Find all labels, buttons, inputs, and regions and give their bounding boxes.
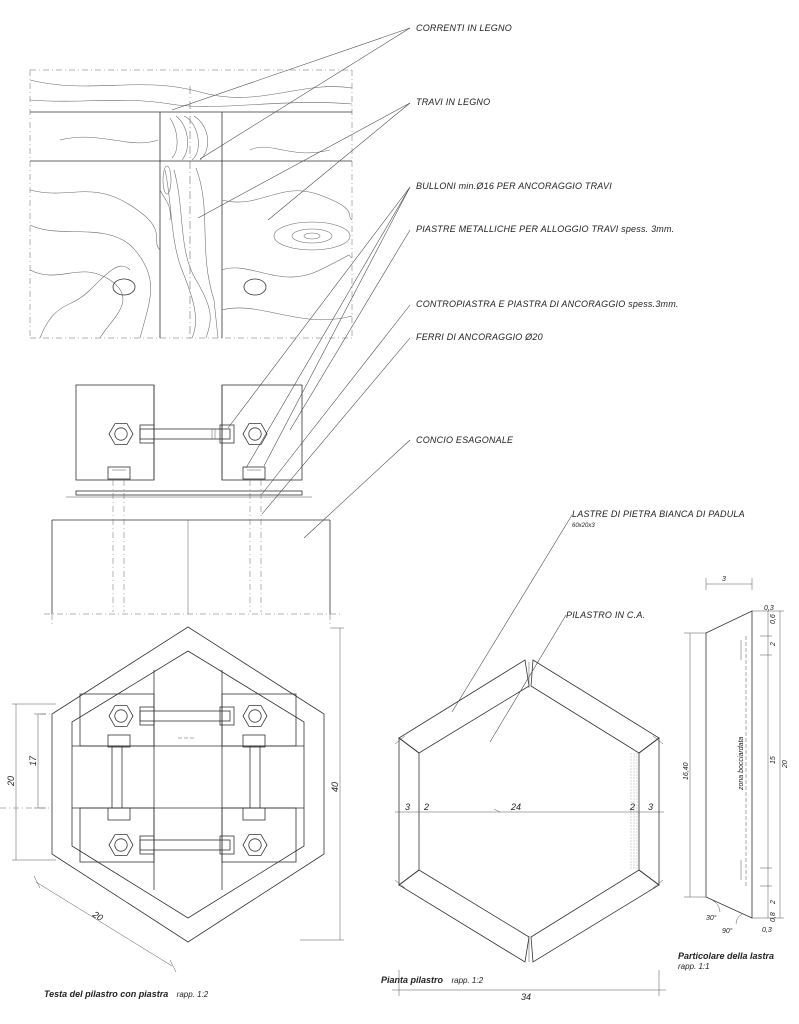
- angle-90: 90°: [722, 927, 733, 935]
- dim-40: 40: [330, 782, 340, 792]
- dim-detail-03-top: 0,3: [764, 605, 774, 612]
- label-lastre-size: 60x20x3: [572, 523, 595, 529]
- label-lastre: LASTRE DI PIETRA BIANCA DI PADULA: [572, 509, 745, 519]
- dim-detail-08: 0,8: [770, 912, 777, 922]
- dim-detail-1640: 16,40: [683, 762, 690, 780]
- wood-elevation: [29, 69, 353, 339]
- label-zona-bocciardata: zona bocciardata: [738, 737, 745, 791]
- caption-particolare-scale: rapp. 1:1: [678, 962, 710, 971]
- caption-pianta-scale: rapp. 1:2: [451, 976, 483, 985]
- dim-detail-03-bottom: 0,3: [762, 927, 772, 934]
- dim-detail-2-top: 2: [770, 642, 777, 647]
- dim-detail-15: 15: [770, 756, 777, 764]
- column-plan: [392, 659, 666, 996]
- dim-20-diagonal: 20: [90, 909, 105, 923]
- dim-detail-20: 20: [782, 760, 789, 769]
- caption-testa-scale: rapp. 1:2: [177, 990, 209, 999]
- dim-plan-3-right: 3: [648, 802, 653, 812]
- dim-detail-3: 3: [722, 576, 726, 583]
- label-correnti: CORRENTI IN LEGNO: [416, 23, 512, 33]
- dim-detail-2-bottom: 2: [770, 900, 777, 905]
- slab-detail: [684, 578, 784, 925]
- plate-elevation: [44, 384, 340, 625]
- dim-17: 17: [28, 755, 38, 766]
- caption-pianta: Pianta pilastro rapp. 1:2: [381, 970, 484, 987]
- caption-particolare-title: Particolare della lastra: [678, 951, 774, 961]
- dim-plan-2-left: 2: [423, 802, 429, 812]
- caption-testa: Testa del pilastro con piastra rapp. 1:2: [44, 984, 209, 1001]
- dim-plan-3-left: 3: [405, 802, 410, 812]
- label-bulloni: BULLONI min.Ø16 PER ANCORAGGIO TRAVI: [416, 181, 612, 191]
- label-concio: CONCIO ESAGONALE: [416, 435, 514, 445]
- dim-detail-06: 0,6: [770, 614, 777, 624]
- dim-plan-24: 24: [510, 802, 521, 812]
- label-contropiastra: CONTROPIASTRA E PIASTRA DI ANCORAGGIO sp…: [416, 299, 679, 309]
- caption-testa-title: Testa del pilastro con piastra: [44, 989, 168, 999]
- label-travi: TRAVI IN LEGNO: [416, 97, 490, 107]
- label-pilastro: PILASTRO IN C.A.: [566, 610, 645, 620]
- wood-knot: [243, 278, 267, 296]
- label-ferri: FERRI DI ANCORAGGIO Ø20: [416, 332, 543, 342]
- caption-pianta-title: Pianta pilastro: [381, 975, 444, 985]
- dim-20-vertical: 20: [6, 776, 16, 787]
- angle-30: 30°: [706, 914, 717, 922]
- leader-lines: [171, 27, 573, 743]
- label-piastre: PIASTRE METALLICHE PER ALLOGGIO TRAVI sp…: [416, 224, 674, 234]
- wood-knot: [112, 278, 136, 296]
- dim-plan-34: 34: [521, 992, 531, 1002]
- dim-plan-2-right: 2: [629, 802, 635, 812]
- hex-plan-left: [0, 626, 344, 973]
